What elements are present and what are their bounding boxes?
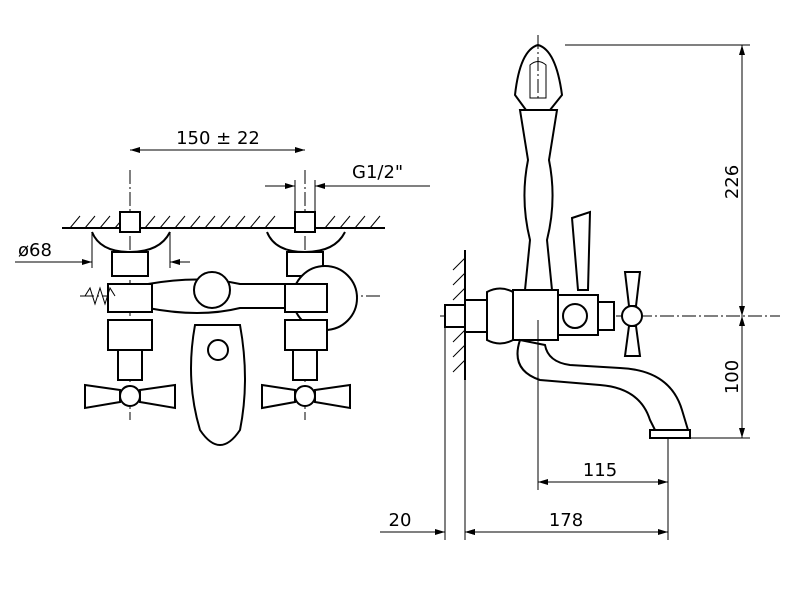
wall-20-label: 20 — [389, 510, 412, 531]
dimension-height-226: 226 — [565, 44, 750, 316]
flange-diameter-label: ø68 — [18, 240, 52, 261]
total-178-label: 178 — [549, 510, 583, 531]
side-view — [440, 35, 780, 439]
dimension-reach-115: 115 — [537, 320, 669, 540]
dimension-flange-diameter: ø68 — [15, 232, 190, 268]
side-wall-hatch — [452, 257, 466, 373]
reach-115-label: 115 — [583, 460, 617, 481]
thread-label: G1/2" — [352, 162, 403, 183]
dimension-center-distance: 150 ± 22 — [130, 128, 305, 153]
wall-hatch — [69, 215, 381, 229]
height-226-label: 226 — [722, 165, 743, 199]
dimension-thread: G1/2" — [265, 162, 430, 212]
dimension-total-178: 178 — [464, 380, 668, 540]
dimension-height-100: 100 — [690, 316, 750, 439]
dimension-wall-20: 20 — [380, 327, 475, 540]
height-100-label: 100 — [722, 360, 743, 394]
center-distance-label: 150 ± 22 — [176, 128, 260, 149]
front-view — [62, 170, 385, 446]
